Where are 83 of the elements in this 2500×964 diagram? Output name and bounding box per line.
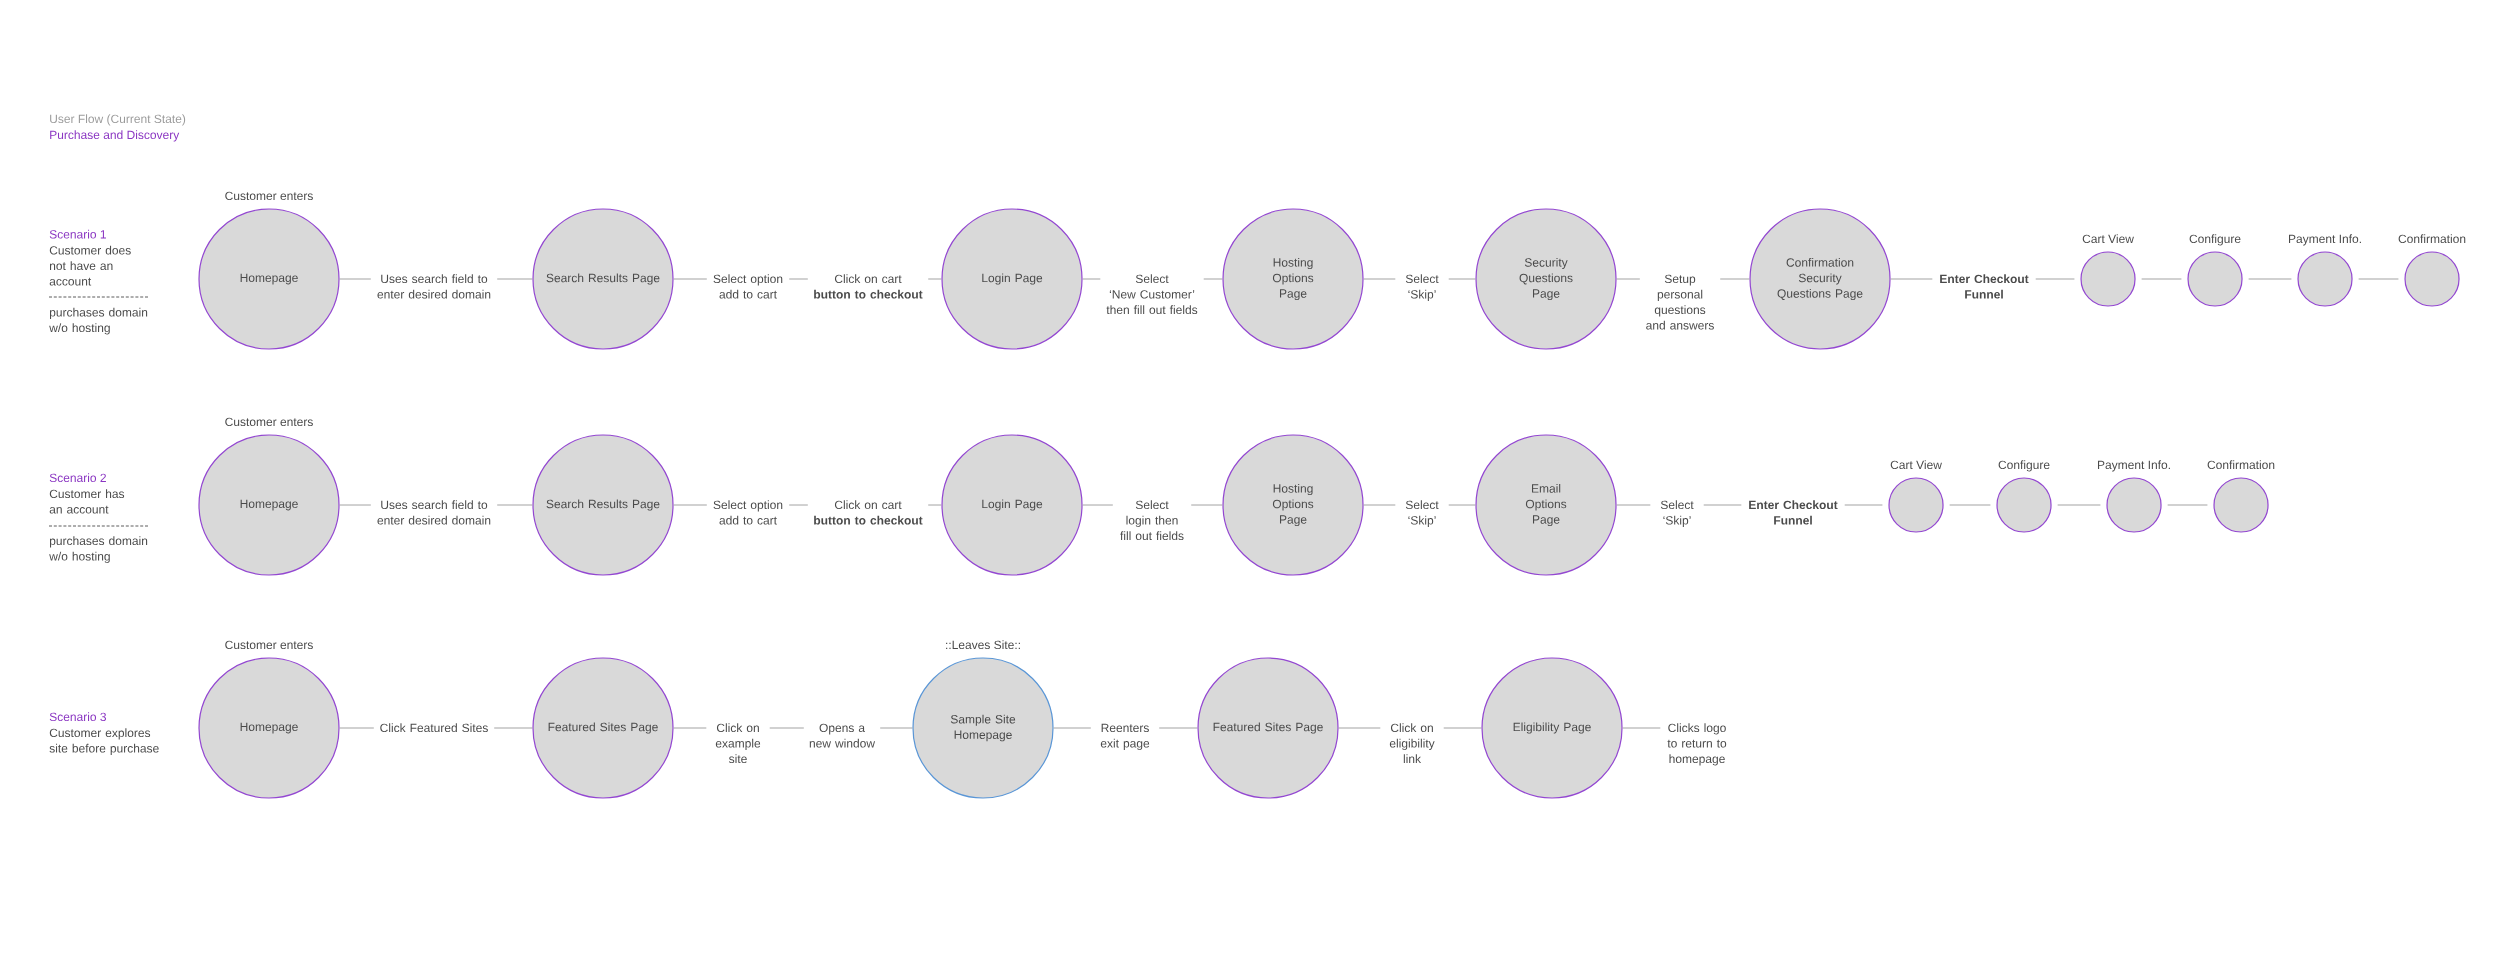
caption-text: Customer enters [225,191,313,201]
connector-line [769,727,805,729]
connector-line [2141,278,2182,280]
caption-text: ::Leaves Site:: [946,640,1020,650]
step-text: Enter Checkout Funnel [1749,500,1838,525]
connector-line [1363,278,1396,280]
connector-line [1448,504,1476,506]
scenario-text: purchases domain w/o hosting [49,536,148,563]
connector-line [1949,504,1991,506]
step-text: Select option add to cart [713,274,783,299]
step-text: Uses search field to enter desired domain [377,500,491,525]
connector-line [1443,727,1482,729]
step-text: Click on eligibility link [1389,723,1435,763]
connector-line [1719,278,1750,280]
step-label: Payment Info. [2289,234,2361,246]
connector-line [1844,504,1883,506]
step-text: Select login then fill out fields [1120,500,1184,541]
connector-line [496,278,533,280]
connector-line [927,504,942,506]
scenario-text: purchases domain w/o hosting [49,307,148,335]
step-text: Select ‘Skip’ [1405,274,1439,301]
scenario-heading: Scenario 2 [49,473,106,483]
scenario-text: Customer explores site before purchase [49,728,159,755]
connector-line [1616,278,1641,280]
connector-line [1363,504,1396,506]
step-text: Select ‘Skip’ [1405,500,1439,527]
connector-line [339,278,372,280]
step-text: Click on example site [715,723,761,764]
step-text: Click on cart button to checkout [814,274,923,299]
caption-text: Customer enters [225,417,313,427]
step-label: Confirmation [2207,460,2275,470]
step-text: Reenters exit page [1100,723,1150,750]
step-text: Clicks logo to return to homepage [1667,723,1727,766]
connector-line [2358,278,2399,280]
connector-line [1890,278,1933,280]
connector-line [2035,278,2075,280]
connector-line [496,504,533,506]
connector-line [1190,504,1223,506]
step-label: Configure [1998,460,2050,472]
connector-line [673,278,708,280]
step-text: Select ‘Skip’ [1660,500,1694,527]
connector-line [493,727,533,729]
step-text: Uses search field to enter desired domain [377,274,491,299]
title: User Flow (Current State) [50,114,186,126]
step-text: Opens a new window [809,723,876,748]
step-text: Select option add to cart [713,500,783,525]
connector-line [339,504,372,506]
connector-line [1203,278,1223,280]
connector-line [927,278,942,280]
scenario-heading: Scenario 1 [49,229,106,239]
scenario-heading: Scenario 3 [49,712,107,722]
step-label: Cart View [1890,460,1942,470]
step-label: Configure [2189,234,2241,246]
connector-line [1448,278,1476,280]
step-text: Enter Checkout Funnel [1940,274,2029,299]
connector-line [2167,504,2208,506]
connector-line [2248,278,2292,280]
connector-line [339,727,375,729]
scenario-text: Customer does not have an account [49,245,131,286]
connector-line [1622,727,1661,729]
step-text: Click on cart button to checkout [814,500,923,525]
step-label: Confirmation [2398,234,2466,244]
subtitle: Purchase and Discovery [50,130,180,142]
connector-line [1053,727,1092,729]
step-label: Payment Info. [2098,460,2170,472]
step-text: Select ‘New Customer’ then fill out fields [1106,274,1198,315]
connector-line [1703,504,1742,506]
connector-line [2057,504,2101,506]
connector-line [1616,504,1651,506]
connector-line [1082,504,1114,506]
connector-line [879,727,913,729]
scenario-text: Customer has an account [49,489,125,514]
connector-line [788,278,809,280]
connector-line [788,504,809,506]
connector-line [1338,727,1381,729]
step-label: Cart View [2082,234,2134,244]
caption-text: Customer enters [225,640,313,650]
connector-line [673,727,707,729]
step-text: Click Featured Sites [380,723,488,733]
connector-line [673,504,708,506]
step-text: Setup personal questions and answers [1646,274,1714,330]
connector-line [1158,727,1198,729]
connector-line [1082,278,1101,280]
